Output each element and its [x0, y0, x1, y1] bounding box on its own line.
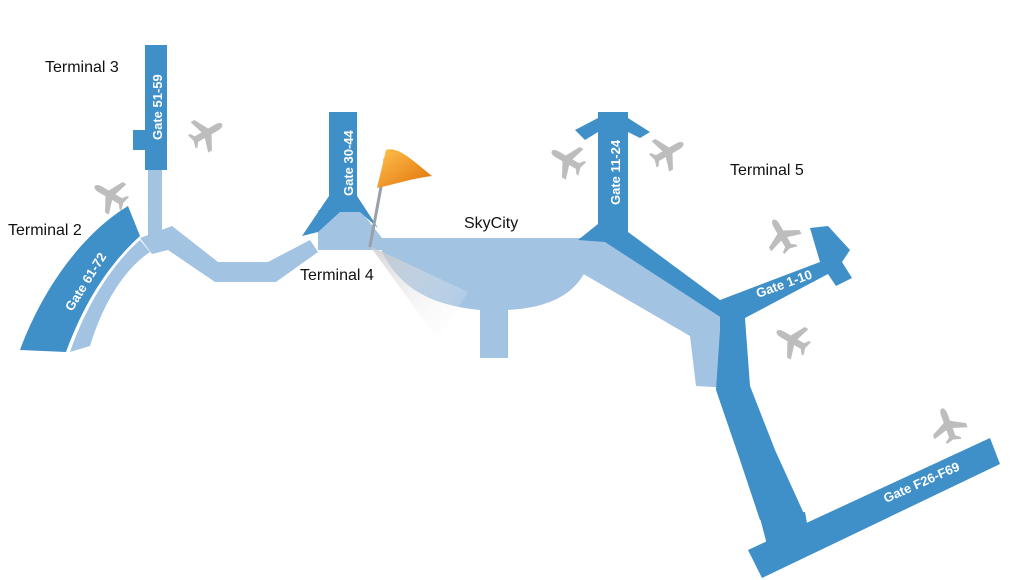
airplane-icon — [767, 315, 817, 365]
terminal-labels: Terminal 2 Terminal 3 Terminal 4 Termina… — [8, 59, 804, 284]
concourse-main-south[interactable] — [716, 300, 805, 520]
airplane-icon — [925, 402, 971, 448]
skycity-hall — [380, 238, 585, 358]
terminal-2-inner-walkway — [70, 240, 150, 352]
concourse-gate-f26-f69[interactable] — [748, 438, 1000, 578]
terminal-4-hub — [318, 210, 382, 250]
gate-label-30-44: Gate 30-44 — [341, 129, 356, 196]
airplane-icon — [757, 210, 807, 260]
terminal-3-stem — [148, 165, 162, 245]
flag-cloth — [377, 149, 432, 188]
concourse-gate-1-10[interactable] — [720, 226, 852, 320]
terminal-3-label: Terminal 3 — [45, 59, 119, 76]
terminal-5-label: Terminal 5 — [730, 162, 804, 179]
gate-label-11-24: Gate 11-24 — [608, 139, 623, 205]
concourse-gate-61-72[interactable] — [20, 206, 140, 352]
concourse-gate-30-44[interactable] — [302, 112, 378, 236]
airplane-icon — [182, 108, 232, 158]
flag-shadow — [370, 246, 468, 340]
terminal-2-label: Terminal 2 — [8, 222, 82, 239]
concourse-gate-51-59[interactable] — [133, 45, 167, 170]
airplane-icon — [542, 135, 592, 185]
location-flag-icon[interactable] — [368, 149, 468, 340]
terminal-5-walkway — [578, 240, 736, 388]
airplane-icon — [643, 127, 693, 177]
concourses — [20, 45, 1000, 578]
terminal-2-4-walkway — [140, 226, 318, 282]
concourse-f-connector — [760, 512, 810, 556]
terminal-4-label: Terminal 4 — [300, 267, 374, 284]
connector-walkways — [70, 165, 736, 388]
skycity-label: SkyCity — [464, 215, 518, 232]
concourse-gate-11-24[interactable] — [575, 112, 738, 322]
gate-label-51-59: Gate 51-59 — [150, 74, 165, 140]
